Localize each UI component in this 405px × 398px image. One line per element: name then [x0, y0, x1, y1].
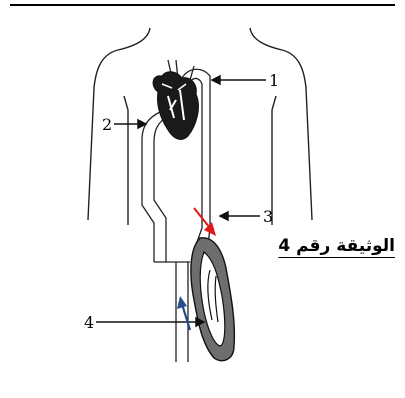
- label-1: 1: [269, 71, 279, 90]
- leader-arrowhead-1: [212, 76, 220, 84]
- heart: [153, 72, 198, 140]
- label-3: 3: [263, 207, 273, 226]
- label-2: 2: [102, 115, 112, 134]
- leader-arrowhead-3: [220, 212, 228, 220]
- red-arrow: [194, 208, 216, 236]
- label-4: 4: [84, 313, 94, 332]
- document-title: الوثيقة رقم 4: [283, 236, 395, 256]
- body-outline: [88, 28, 312, 225]
- organ-structure: [191, 238, 234, 361]
